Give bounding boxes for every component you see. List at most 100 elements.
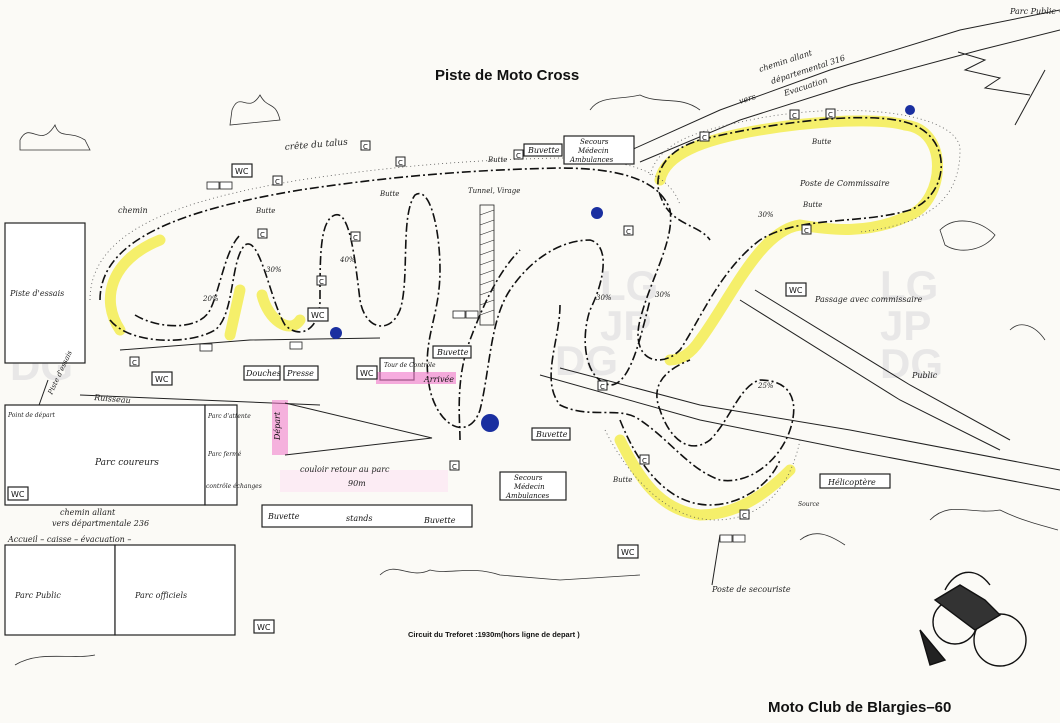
- c-marker: C: [789, 109, 800, 120]
- vegetation: [14, 94, 1059, 666]
- label-butte-1: Butte: [487, 156, 507, 164]
- c-marker: C: [360, 140, 371, 151]
- label-parc-public-caisse: Parc Public – Caisse: [1009, 7, 1060, 16]
- club-name: Moto Club de Blargies–60: [768, 699, 951, 716]
- c-marker: C: [449, 460, 460, 471]
- svg-text:C: C: [642, 457, 647, 465]
- stands-box: [261, 504, 473, 528]
- label-source: Source: [798, 501, 820, 508]
- piste-essais-box: [4, 222, 86, 364]
- label-butte-5: Butte: [802, 201, 822, 209]
- label-parc-coureurs: Parc coureurs: [94, 458, 159, 468]
- parc-side-box: [204, 404, 238, 506]
- svg-text:C: C: [398, 159, 403, 167]
- wc-4: WC: [356, 365, 378, 380]
- label-helicoptere: Hélicoptère: [827, 478, 876, 487]
- watermark-lg-3: LG: [880, 262, 938, 309]
- depart-highlight: [272, 400, 288, 455]
- label-tunnel: Tunnel, Virage: [468, 187, 520, 195]
- tunnel-strip: [479, 204, 495, 326]
- depart-label: Départ: [273, 411, 282, 441]
- c-marker: C: [316, 275, 327, 286]
- svg-text:C: C: [452, 463, 457, 471]
- stands-label: stands: [346, 514, 372, 523]
- buvette-label-mid: Buvette: [436, 348, 469, 357]
- buvette-box-low: [531, 427, 571, 441]
- label-public: Public: [911, 371, 938, 380]
- secours-top: Secours: [580, 138, 609, 146]
- buvette-label-low: Buvette: [535, 430, 568, 439]
- svg-text:C: C: [319, 278, 324, 286]
- blue-marker-1: [905, 105, 915, 115]
- start-grid: [284, 402, 433, 456]
- label-butte-3: Butte: [379, 190, 399, 198]
- svg-text:C: C: [626, 228, 631, 236]
- label-accueil: Accueil – caisse – évacuation –: [7, 535, 131, 544]
- svg-text:C: C: [804, 227, 809, 235]
- label-vers: vers: [738, 92, 757, 106]
- label-parc-attente: Parc d'attente: [207, 413, 251, 420]
- label-chemin-left: chemin: [118, 206, 148, 215]
- svg-text:C: C: [275, 178, 280, 186]
- c-marker: C: [350, 231, 361, 242]
- svg-text:C: C: [132, 359, 137, 367]
- label-poste-commissaire: Poste de Commissaire: [799, 179, 890, 188]
- c-marker: C: [739, 509, 750, 520]
- svg-text:C: C: [742, 512, 747, 520]
- stands-buvette-2: Buvette: [423, 516, 456, 525]
- svg-text:C: C: [353, 234, 358, 242]
- wc-2: WC: [307, 307, 329, 322]
- blue-marker-2: [591, 207, 603, 219]
- c-marker: C: [801, 224, 812, 235]
- label-vers-dept-236: vers départmentale 236: [52, 519, 149, 528]
- slope-40: 40%: [339, 256, 356, 264]
- c-marker: C: [623, 225, 634, 236]
- piste-essais-arrow-icon: [37, 379, 49, 409]
- label-crete-talus: crête du talus: [284, 136, 348, 152]
- map-title: Piste de Moto Cross: [435, 67, 579, 84]
- c-marker: C: [513, 149, 524, 160]
- label-passage-commissaire: Passage avec commissaire: [814, 295, 923, 304]
- medecin-mid: Médecin: [513, 483, 545, 491]
- helicoptere-box: [819, 473, 891, 489]
- wc-6: WC: [7, 486, 29, 501]
- parc-officiels-box: [114, 544, 236, 636]
- c-marker: C: [699, 131, 710, 142]
- wc-5: WC: [785, 282, 807, 297]
- track-edges: [89, 109, 961, 521]
- wc-1: WC: [231, 163, 253, 178]
- blue-marker-4: [481, 414, 499, 432]
- secours-box-top: [563, 135, 635, 165]
- label-parc-ferme: Parc fermé: [207, 451, 242, 458]
- ambulances-top: Ambulances: [569, 156, 614, 164]
- label-piste-essais: Piste d'essais: [9, 289, 64, 298]
- svg-text:WC: WC: [235, 167, 249, 176]
- presse-label: Presse: [286, 369, 314, 378]
- svg-text:C: C: [792, 112, 797, 120]
- arrivee-label: Arrivée: [423, 375, 454, 384]
- wc-8: WC: [253, 619, 275, 634]
- label-parc-public: Parc Public: [14, 591, 61, 600]
- label-controle-echanges: contrôle échanges: [206, 483, 262, 490]
- watermark-dg-2: DG: [555, 337, 618, 384]
- presse-box: [283, 365, 319, 381]
- c-marker: C: [825, 108, 836, 119]
- circuit-length-note: Circuit du Treforet :1930m(hors ligne de…: [408, 630, 580, 639]
- parc-public-box: [4, 544, 116, 636]
- slope-30-c: 30%: [655, 291, 671, 299]
- secouriste-pointer: [711, 534, 721, 586]
- track: [99, 116, 942, 506]
- secours-mid: Secours: [514, 474, 543, 482]
- svg-text:WC: WC: [621, 548, 635, 557]
- wc-7: WC: [617, 544, 639, 559]
- c-marker: C: [129, 356, 140, 367]
- slope-20: 20%: [202, 295, 219, 303]
- c-marker: C: [639, 454, 650, 465]
- label-butte-4: Butte: [811, 138, 831, 146]
- label-90m: 90m: [348, 479, 366, 488]
- watermark: LG JP DG LG JP DG LG JP DG: [10, 262, 943, 389]
- buvette-label-top: Buvette: [527, 146, 560, 155]
- couloir-area: [280, 470, 448, 492]
- svg-text:WC: WC: [155, 375, 169, 384]
